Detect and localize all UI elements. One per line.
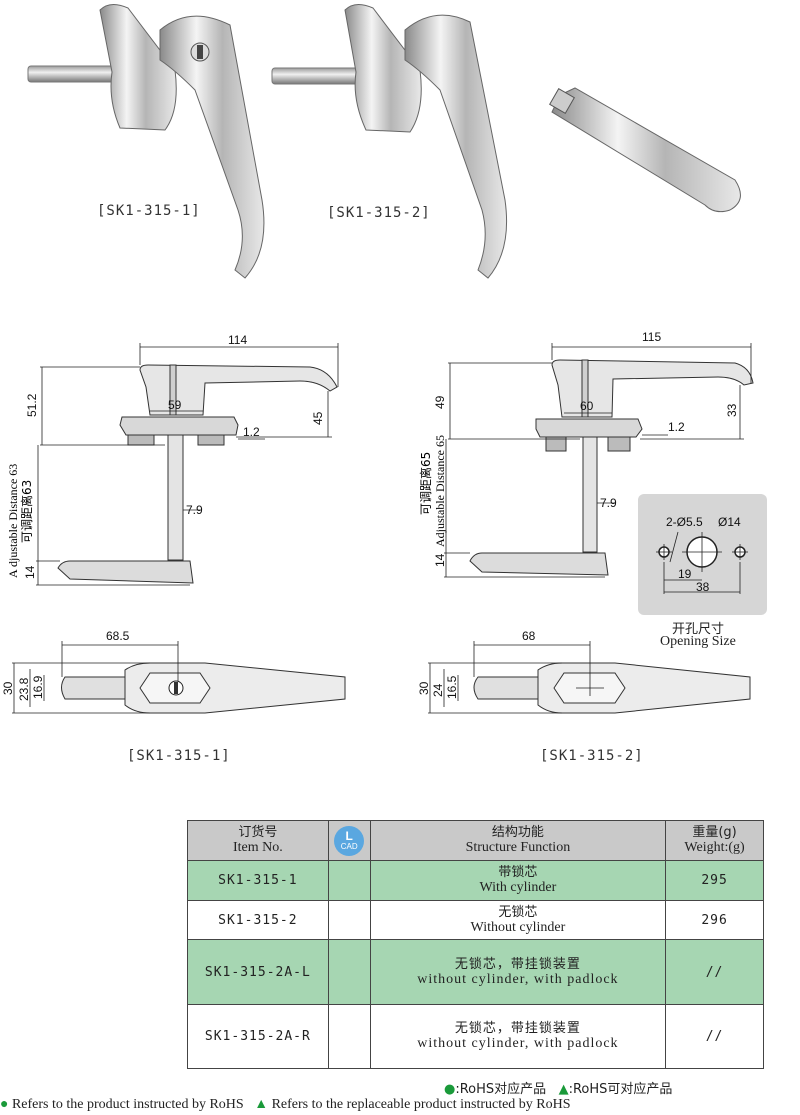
drawing-label-right: [SK1-315-2] [540,748,644,764]
legend-en: ● Refers to the product instructed by Ro… [0,1097,571,1112]
dim-shaft: 7.9 [186,503,203,517]
dim-plate: 1.2 [668,420,685,434]
rohs-circle-icon: ● [444,1082,456,1097]
top-h3-dim: 16.9 [31,675,45,699]
top-len-dim: 68 [522,629,536,643]
top-h3-dim: 16.5 [445,675,459,699]
dim-height: 51.2 [25,393,39,417]
dim-plate: 1.2 [243,425,260,439]
photo-label-1: [SK1-315-1] [97,203,201,219]
photo-handle-grip [549,87,741,213]
opening-d1-dim: 19 [678,567,692,581]
top-h1-dim: 30 [417,681,431,695]
top-view-left: 68.5 30 23.8 16.9 [1,629,346,714]
dim-width: 114 [228,333,247,347]
opening-size-diagram: 2-Ø5.5 Ø14 19 38 [656,515,748,594]
drawing-label-left: [SK1-315-1] [127,748,231,764]
top-len-dim: 68.5 [106,629,130,643]
photo-label-2: [SK1-315-2] [327,205,431,221]
adjustable-distance-cn: 可调距离63 [19,480,34,543]
dim-cam: 14 [23,565,37,579]
dim-cam: 14 [433,553,447,567]
rohs-triangle-icon: ▲ [558,1082,569,1097]
dim-drop: 33 [725,403,739,417]
dim-shaft: 7.9 [600,496,617,510]
rohs-circle-icon: ● [0,1097,9,1112]
opening-d2-dim: 38 [696,580,710,594]
adjustable-distance-cn: 可调距离65 [418,452,433,515]
opening-size-title-cn: 开孔尺寸 [672,622,725,637]
legend-cn: ●:RoHS对应产品 ▲:RoHS可对应产品 [444,1082,673,1097]
photo-sk1-315-1 [27,4,265,279]
dim-base: 59 [168,398,182,412]
adjustable-distance-en: Adjustable Distance 65 [433,435,447,547]
dim-height: 49 [433,395,447,409]
photo-sk1-315-2 [271,4,508,279]
rohs-triangle-icon: ▲ [254,1097,269,1112]
product-photos [27,4,741,279]
header-weight: 重量(g)Weight:(g) [665,820,764,861]
top-view-right: 68 30 24 16.5 [417,629,751,714]
dim-base: 60 [580,399,594,413]
opening-size-title-en: Opening Size [660,634,736,649]
top-h1-dim: 30 [1,681,15,695]
opening-center-dim: Ø14 [718,515,741,529]
top-h2-dim: 23.8 [17,677,31,701]
dim-drop: 45 [311,411,325,425]
opening-holes-dim: 2-Ø5.5 [666,515,703,529]
drawing-right: 115 49 60 33 1.2 7.9 14 Adjustable Dista… [418,330,754,578]
top-h2-dim: 24 [431,683,445,697]
adjustable-distance-en: A djustable Distance 63 [6,464,20,578]
drawing-left: 114 51.2 59 45 1.2 7.9 14 A djustable Di… [6,333,339,586]
dim-width: 115 [642,330,661,344]
